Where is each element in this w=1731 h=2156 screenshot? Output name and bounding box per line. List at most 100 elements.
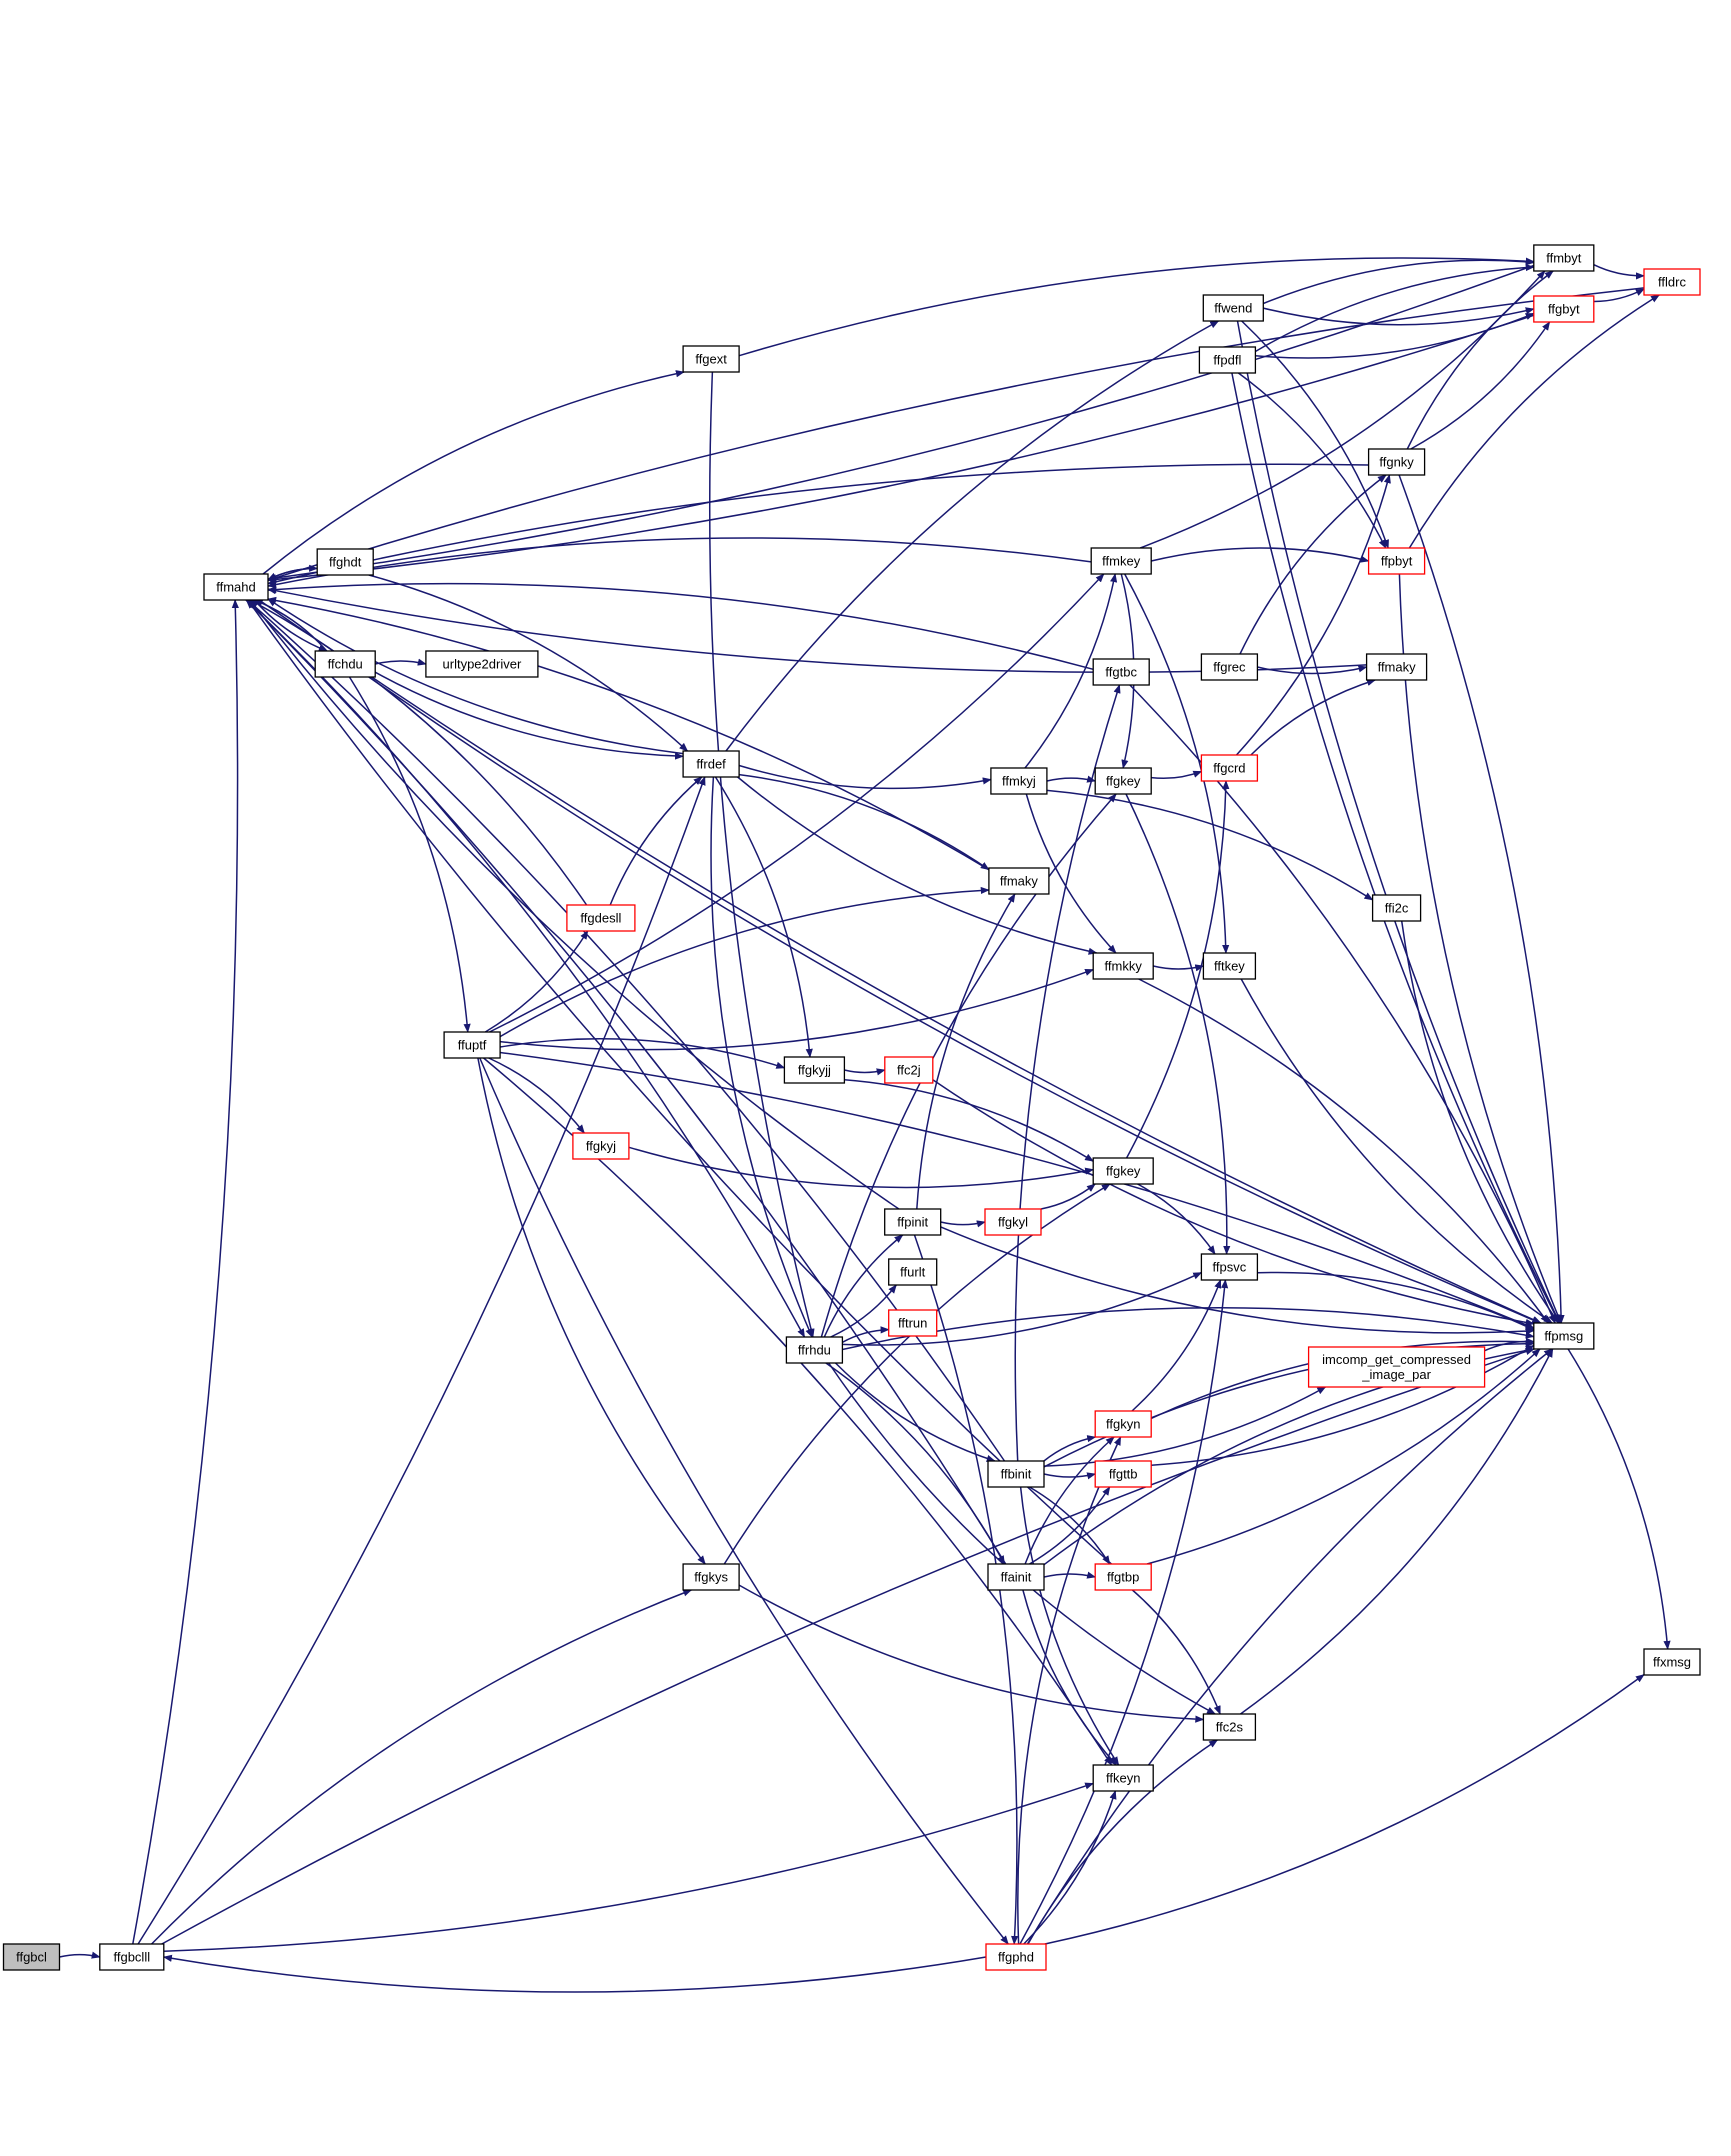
node-box-fftkey[interactable] [1202,952,1257,980]
node-box-ffgdesll[interactable] [566,904,636,932]
node-ffrdef[interactable]: ffrdef [682,750,740,778]
node-ffgext[interactable]: ffgext [682,345,740,373]
node-ffpdfl[interactable]: ffpdfl [1198,346,1257,374]
node-box-ffmkyj[interactable] [990,767,1048,795]
node-box-ffldrc[interactable] [1643,268,1701,296]
node-ffmkky[interactable]: ffmkky [1092,952,1154,980]
node-box-ffrhdu[interactable] [785,1336,844,1364]
node-ffi2c[interactable]: ffi2c [1371,894,1422,922]
node-ffchdu[interactable]: ffchdu [314,650,376,678]
node-box-ffurlt[interactable] [888,1258,938,1286]
node-box-ffchdu[interactable] [314,650,376,678]
node-ffgrec[interactable]: ffgrec [1200,653,1259,681]
node-box-ffgkey_mid[interactable] [1092,1157,1154,1185]
node-urltype2driver[interactable]: urltype2driver [425,650,539,678]
node-ffgcrd[interactable]: ffgcrd [1200,754,1259,782]
node-box-ffgbcl[interactable] [2,1943,61,1971]
node-box-ffgbyt[interactable] [1533,295,1595,323]
node-box-ffgphd[interactable] [985,1943,1047,1971]
node-box-ffwend[interactable] [1202,294,1264,322]
node-ffgkyj_red[interactable]: ffgkyj [572,1132,630,1160]
node-ffgkey_top[interactable]: ffgkey [1094,767,1152,795]
node-ffkeyn[interactable]: ffkeyn [1092,1764,1154,1792]
node-box-ffgnky[interactable] [1367,448,1426,476]
node-box-ffmkey[interactable] [1090,547,1152,575]
node-box-ffainit[interactable] [987,1563,1045,1591]
node-box-ffgttb[interactable] [1094,1460,1152,1488]
node-ffmkyj[interactable]: ffmkyj [990,767,1048,795]
node-imcomp[interactable]: imcomp_get_compressed_image_par [1307,1346,1486,1388]
node-box-ffc2s[interactable] [1202,1713,1257,1741]
node-ffmaky_mid[interactable]: ffmaky [988,867,1050,895]
node-ffpbyt[interactable]: ffpbyt [1367,547,1426,575]
node-box-ffc2j[interactable] [884,1056,934,1084]
node-ffwend[interactable]: ffwend [1202,294,1264,322]
node-ffgtbc[interactable]: ffgtbc [1092,658,1150,686]
node-box-ffgbclll[interactable] [99,1943,165,1971]
node-ffgkyn[interactable]: ffgkyn [1094,1410,1152,1438]
node-ffgkyjj[interactable]: ffgkyjj [783,1056,846,1084]
node-ffgbcl[interactable]: ffgbcl [2,1943,61,1971]
node-box-ffmbyt[interactable] [1533,244,1595,272]
node-box-ffmahd[interactable] [203,573,269,601]
node-box-ffgcrd[interactable] [1200,754,1259,782]
node-ffmaky_right[interactable]: ffmaky [1365,653,1428,681]
node-ffgbyt[interactable]: ffgbyt [1533,295,1595,323]
node-box-ffgrec[interactable] [1200,653,1259,681]
node-ffgkys[interactable]: ffgkys [682,1563,740,1591]
node-box-ffgkyn[interactable] [1094,1410,1152,1438]
node-ffgdesll[interactable]: ffgdesll [566,904,636,932]
node-ffgbclll[interactable]: ffgbclll [99,1943,165,1971]
node-box-ffgtbp[interactable] [1094,1563,1152,1591]
node-ffc2s[interactable]: ffc2s [1202,1713,1257,1741]
node-box-ffpinit[interactable] [884,1208,942,1236]
node-box-ffgkey_top[interactable] [1094,767,1152,795]
node-ffgttb[interactable]: ffgttb [1094,1460,1152,1488]
node-ffgphd[interactable]: ffgphd [985,1943,1047,1971]
node-ffgnky[interactable]: ffgnky [1367,448,1426,476]
node-box-ffxmsg[interactable] [1643,1648,1701,1676]
node-ffpsvc[interactable]: ffpsvc [1200,1253,1259,1281]
node-box-ffgkyjj[interactable] [783,1056,846,1084]
node-ffc2j[interactable]: ffc2j [884,1056,934,1084]
node-box-ffgtbc[interactable] [1092,658,1150,686]
node-box-ffgkyl[interactable] [984,1208,1042,1236]
node-ffxmsg[interactable]: ffxmsg [1643,1648,1701,1676]
node-ffghdt[interactable]: ffghdt [316,548,374,576]
node-ffgkyl[interactable]: ffgkyl [984,1208,1042,1236]
node-ffpinit[interactable]: ffpinit [884,1208,942,1236]
node-fftrun[interactable]: fftrun [888,1309,938,1337]
node-box-ffkeyn[interactable] [1092,1764,1154,1792]
node-box-ffgext[interactable] [682,345,740,373]
node-box-ffpdfl[interactable] [1198,346,1257,374]
node-box-ffrdef[interactable] [682,750,740,778]
node-ffbinit[interactable]: ffbinit [987,1460,1045,1488]
node-box-ffmkky[interactable] [1092,952,1154,980]
node-ffmahd[interactable]: ffmahd [203,573,269,601]
node-box-ffpbyt[interactable] [1367,547,1426,575]
node-box-ffpmsg[interactable] [1533,1322,1595,1350]
node-box-ffi2c[interactable] [1371,894,1422,922]
node-ffmbyt[interactable]: ffmbyt [1533,244,1595,272]
node-ffgtbp[interactable]: ffgtbp [1094,1563,1152,1591]
node-ffurlt[interactable]: ffurlt [888,1258,938,1286]
node-fftkey[interactable]: fftkey [1202,952,1257,980]
node-box-ffmaky_mid[interactable] [988,867,1050,895]
node-ffpmsg[interactable]: ffpmsg [1533,1322,1595,1350]
node-box-ffpsvc[interactable] [1200,1253,1259,1281]
node-box-fftrun[interactable] [888,1309,938,1337]
node-box-ffghdt[interactable] [316,548,374,576]
node-ffldrc[interactable]: ffldrc [1643,268,1701,296]
node-box-ffbinit[interactable] [987,1460,1045,1488]
node-box-urltype2driver[interactable] [425,650,539,678]
node-ffrhdu[interactable]: ffrhdu [785,1336,844,1364]
node-ffainit[interactable]: ffainit [987,1563,1045,1591]
node-box-ffuptf[interactable] [443,1031,501,1059]
node-ffuptf[interactable]: ffuptf [443,1031,501,1059]
node-ffgkey_mid[interactable]: ffgkey [1092,1157,1154,1185]
node-box-ffgkyj_red[interactable] [572,1132,630,1160]
node-box-ffmaky_right[interactable] [1365,653,1428,681]
node-ffmkey[interactable]: ffmkey [1090,547,1152,575]
node-box-imcomp[interactable] [1307,1346,1486,1388]
node-box-ffgkys[interactable] [682,1563,740,1591]
